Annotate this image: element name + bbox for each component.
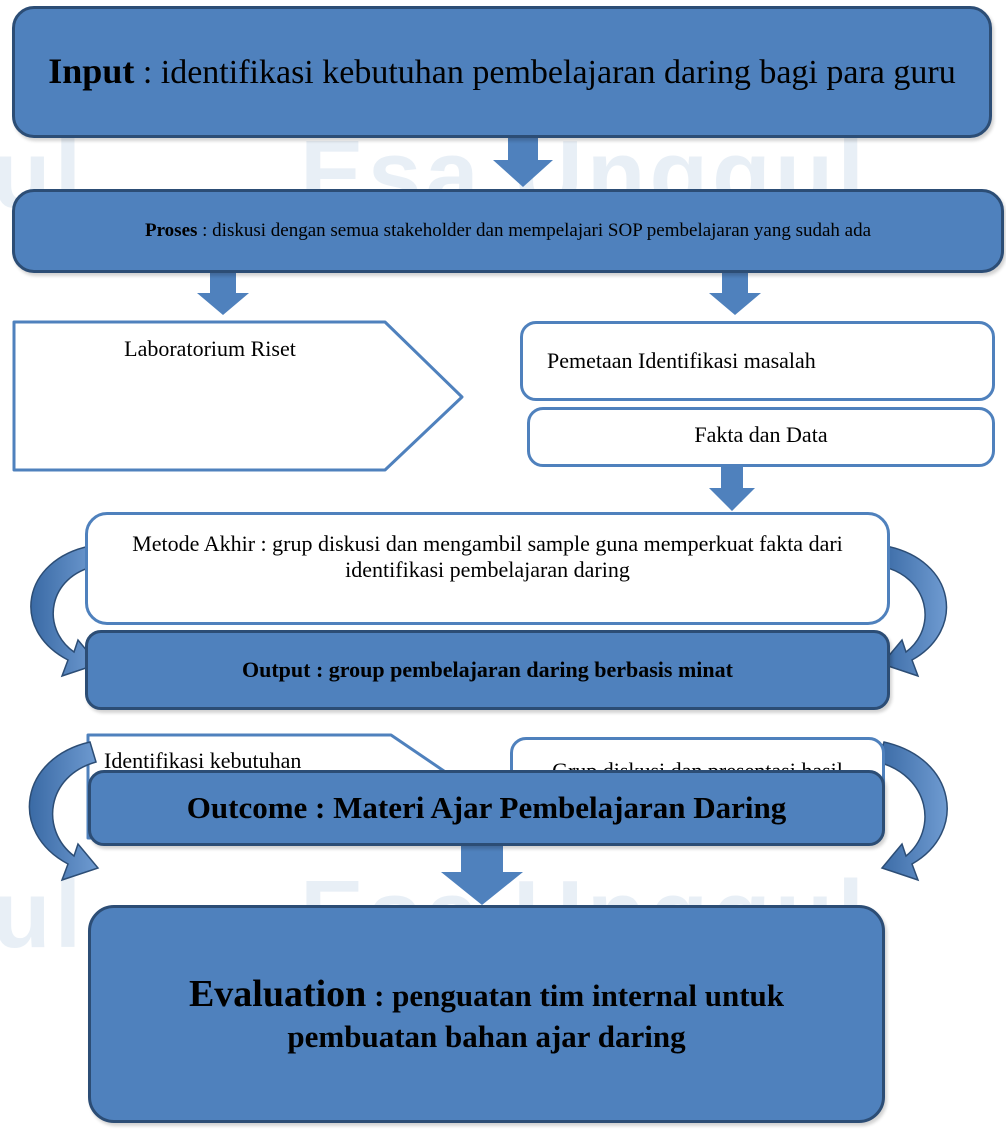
down-arrow-proses-pemetaan <box>709 272 761 315</box>
fakta-box: Fakta dan Data <box>527 407 995 467</box>
curved-arrow-left-outcome <box>28 741 100 882</box>
output-box: Output : group pembelajaran daring berba… <box>85 630 890 710</box>
input-text: : identifikasi kebutuhan pembelajaran da… <box>134 54 956 92</box>
down-arrow-input-proses <box>493 135 553 187</box>
evaluation-text: : penguatan tim internal untuk pembuatan… <box>287 978 785 1054</box>
fakta-text: Fakta dan Data <box>694 422 828 447</box>
pemetaan-text: Pemetaan Identifikasi masalah <box>547 347 816 373</box>
outcome-text: Outcome : Materi Ajar Pembelajaran Darin… <box>186 790 787 826</box>
evaluation-box: Evaluation : penguatan tim internal untu… <box>88 905 885 1123</box>
proses-label: Proses <box>144 219 198 241</box>
input-box: Input : identifikasi kebutuhan pembelaja… <box>12 6 992 138</box>
proses-text: : diskusi dengan semua stakeholder dan m… <box>197 219 872 241</box>
input-label: Input <box>48 51 135 92</box>
laboratorium-text: Laboratorium Riset <box>124 336 296 361</box>
evaluation-label: Evaluation <box>188 973 367 1016</box>
down-arrow-outcome-evaluation <box>441 845 523 905</box>
metode-box: Metode Akhir : grup diskusi dan mengambi… <box>85 512 890 625</box>
output-text: Output : group pembelajaran daring berba… <box>242 656 733 682</box>
curved-arrow-left-output <box>30 545 100 678</box>
outcome-box: Outcome : Materi Ajar Pembelajaran Darin… <box>88 770 885 846</box>
down-arrow-fakta-metode <box>709 467 755 511</box>
proses-box: Proses : diskusi dengan semua stakeholde… <box>12 189 1004 273</box>
pentagon-laboratorium <box>12 320 464 472</box>
curved-arrow-right-outcome <box>877 741 948 882</box>
metode-text: Metode Akhir : grup diskusi dan mengambi… <box>132 531 843 583</box>
pemetaan-box: Pemetaan Identifikasi masalah <box>520 321 995 401</box>
curved-arrow-right-output <box>879 545 948 678</box>
down-arrow-proses-lab <box>197 272 249 315</box>
